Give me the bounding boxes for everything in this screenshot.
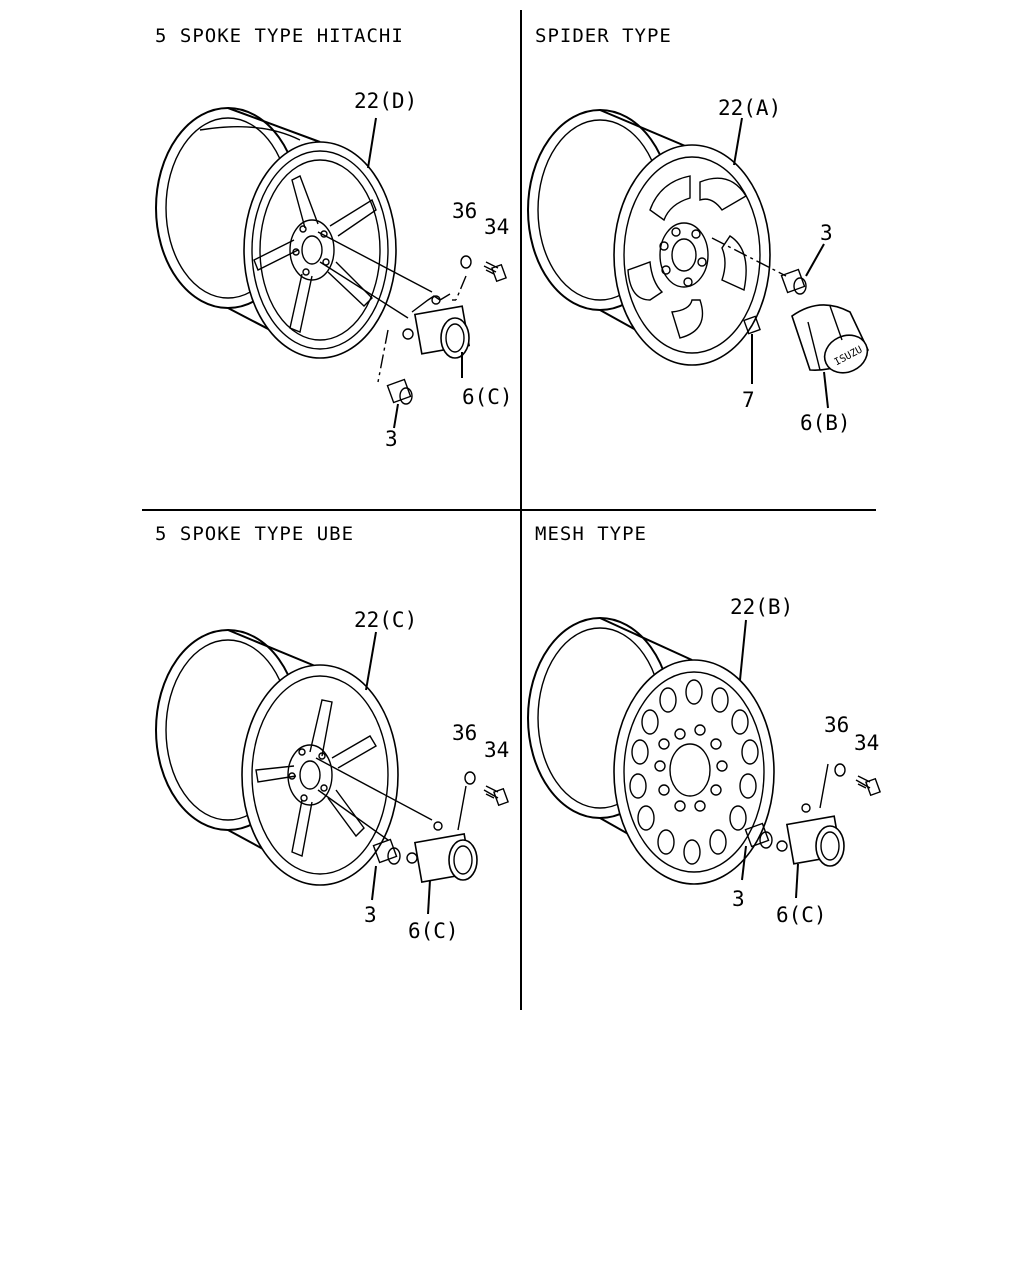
label-screw: 34: [854, 731, 879, 755]
label-bolt: 7: [742, 388, 755, 412]
screw-34: [483, 261, 507, 283]
bolt-7: [743, 315, 761, 384]
center-cap-6c: [402, 293, 471, 359]
panel-title: MESH TYPE: [535, 523, 647, 545]
wheel-22a: [527, 109, 771, 366]
label-washer: 36: [824, 713, 849, 737]
panel-hitachi: 5 SPOKE TYPE HITACHI: [155, 25, 513, 451]
wheel-22d: [155, 107, 397, 359]
label-screw: 34: [484, 738, 509, 762]
washer-36: [464, 771, 476, 785]
label-wheel: 22(C): [354, 608, 417, 632]
label-nut: 3: [364, 903, 377, 927]
label-washer: 36: [452, 721, 477, 745]
wheel-22b: [527, 617, 775, 885]
panel-title: SPIDER TYPE: [535, 25, 672, 47]
label-nut: 3: [732, 887, 745, 911]
label-cap: 6(C): [776, 903, 827, 927]
label-cap: 6(C): [408, 919, 459, 943]
center-cap-6c: [776, 803, 845, 867]
screw-34: [483, 785, 509, 807]
washer-36: [460, 255, 472, 269]
screw-34: [855, 775, 881, 797]
panel-title: 5 SPOKE TYPE HITACHI: [155, 25, 404, 47]
label-washer: 36: [452, 199, 477, 223]
panel-mesh: MESH TYPE: [527, 523, 881, 927]
center-cap-6c: [406, 821, 478, 883]
label-wheel: 22(D): [354, 89, 417, 113]
lug-nut-3: [780, 268, 807, 295]
label-cap: 6(C): [462, 385, 513, 409]
washer-36: [834, 763, 846, 777]
label-wheel: 22(A): [718, 96, 781, 120]
lug-nut-3: [372, 838, 401, 865]
label-nut: 3: [820, 221, 833, 245]
label-nut: 3: [385, 427, 398, 451]
label-wheel: 22(B): [730, 595, 793, 619]
center-cap-6b: ISUZU: [791, 304, 869, 374]
panel-ube: 5 SPOKE TYPE UBE: [155, 523, 509, 943]
wheel-22c: [155, 629, 399, 886]
label-cap: 6(B): [800, 411, 851, 435]
label-screw: 34: [484, 215, 509, 239]
lug-nut-3: [386, 378, 413, 405]
lug-nut-3: [744, 822, 773, 849]
panel-spider: SPIDER TYPE: [527, 25, 869, 435]
panel-title: 5 SPOKE TYPE UBE: [155, 523, 354, 545]
